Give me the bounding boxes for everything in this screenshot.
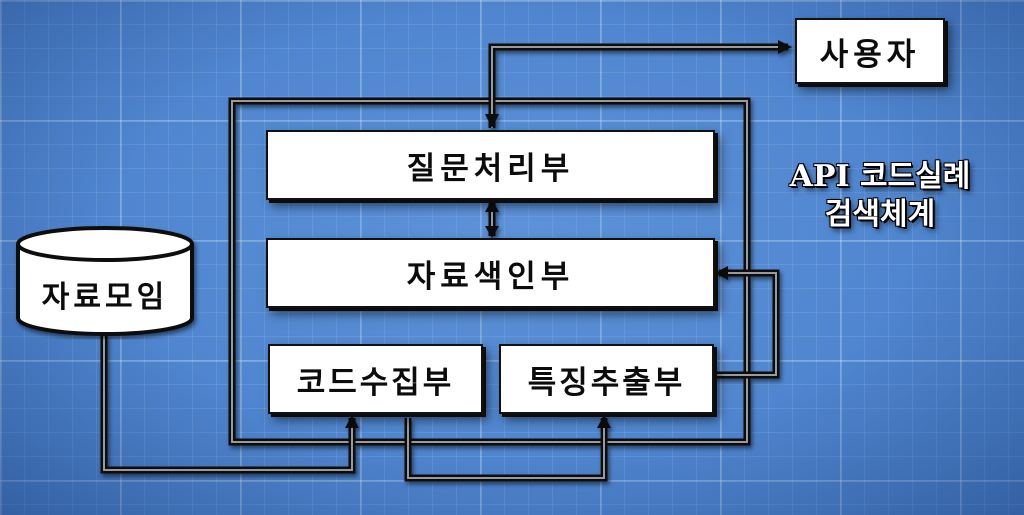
data-indexer-node: 자료색인부 xyxy=(266,238,715,308)
edge-collector-feature xyxy=(404,418,608,482)
question-processor-node: 질문처리부 xyxy=(266,130,715,200)
feature-extractor-node: 특징추출부 xyxy=(499,344,714,414)
system-title: API 코드실례 검색체계 xyxy=(789,159,971,232)
user-node: 사용자 xyxy=(795,18,945,84)
data-store-label: 자료모임 xyxy=(41,280,169,315)
code-collector-node: 코드수집부 xyxy=(268,344,483,414)
data-store-cylinder xyxy=(16,226,194,336)
